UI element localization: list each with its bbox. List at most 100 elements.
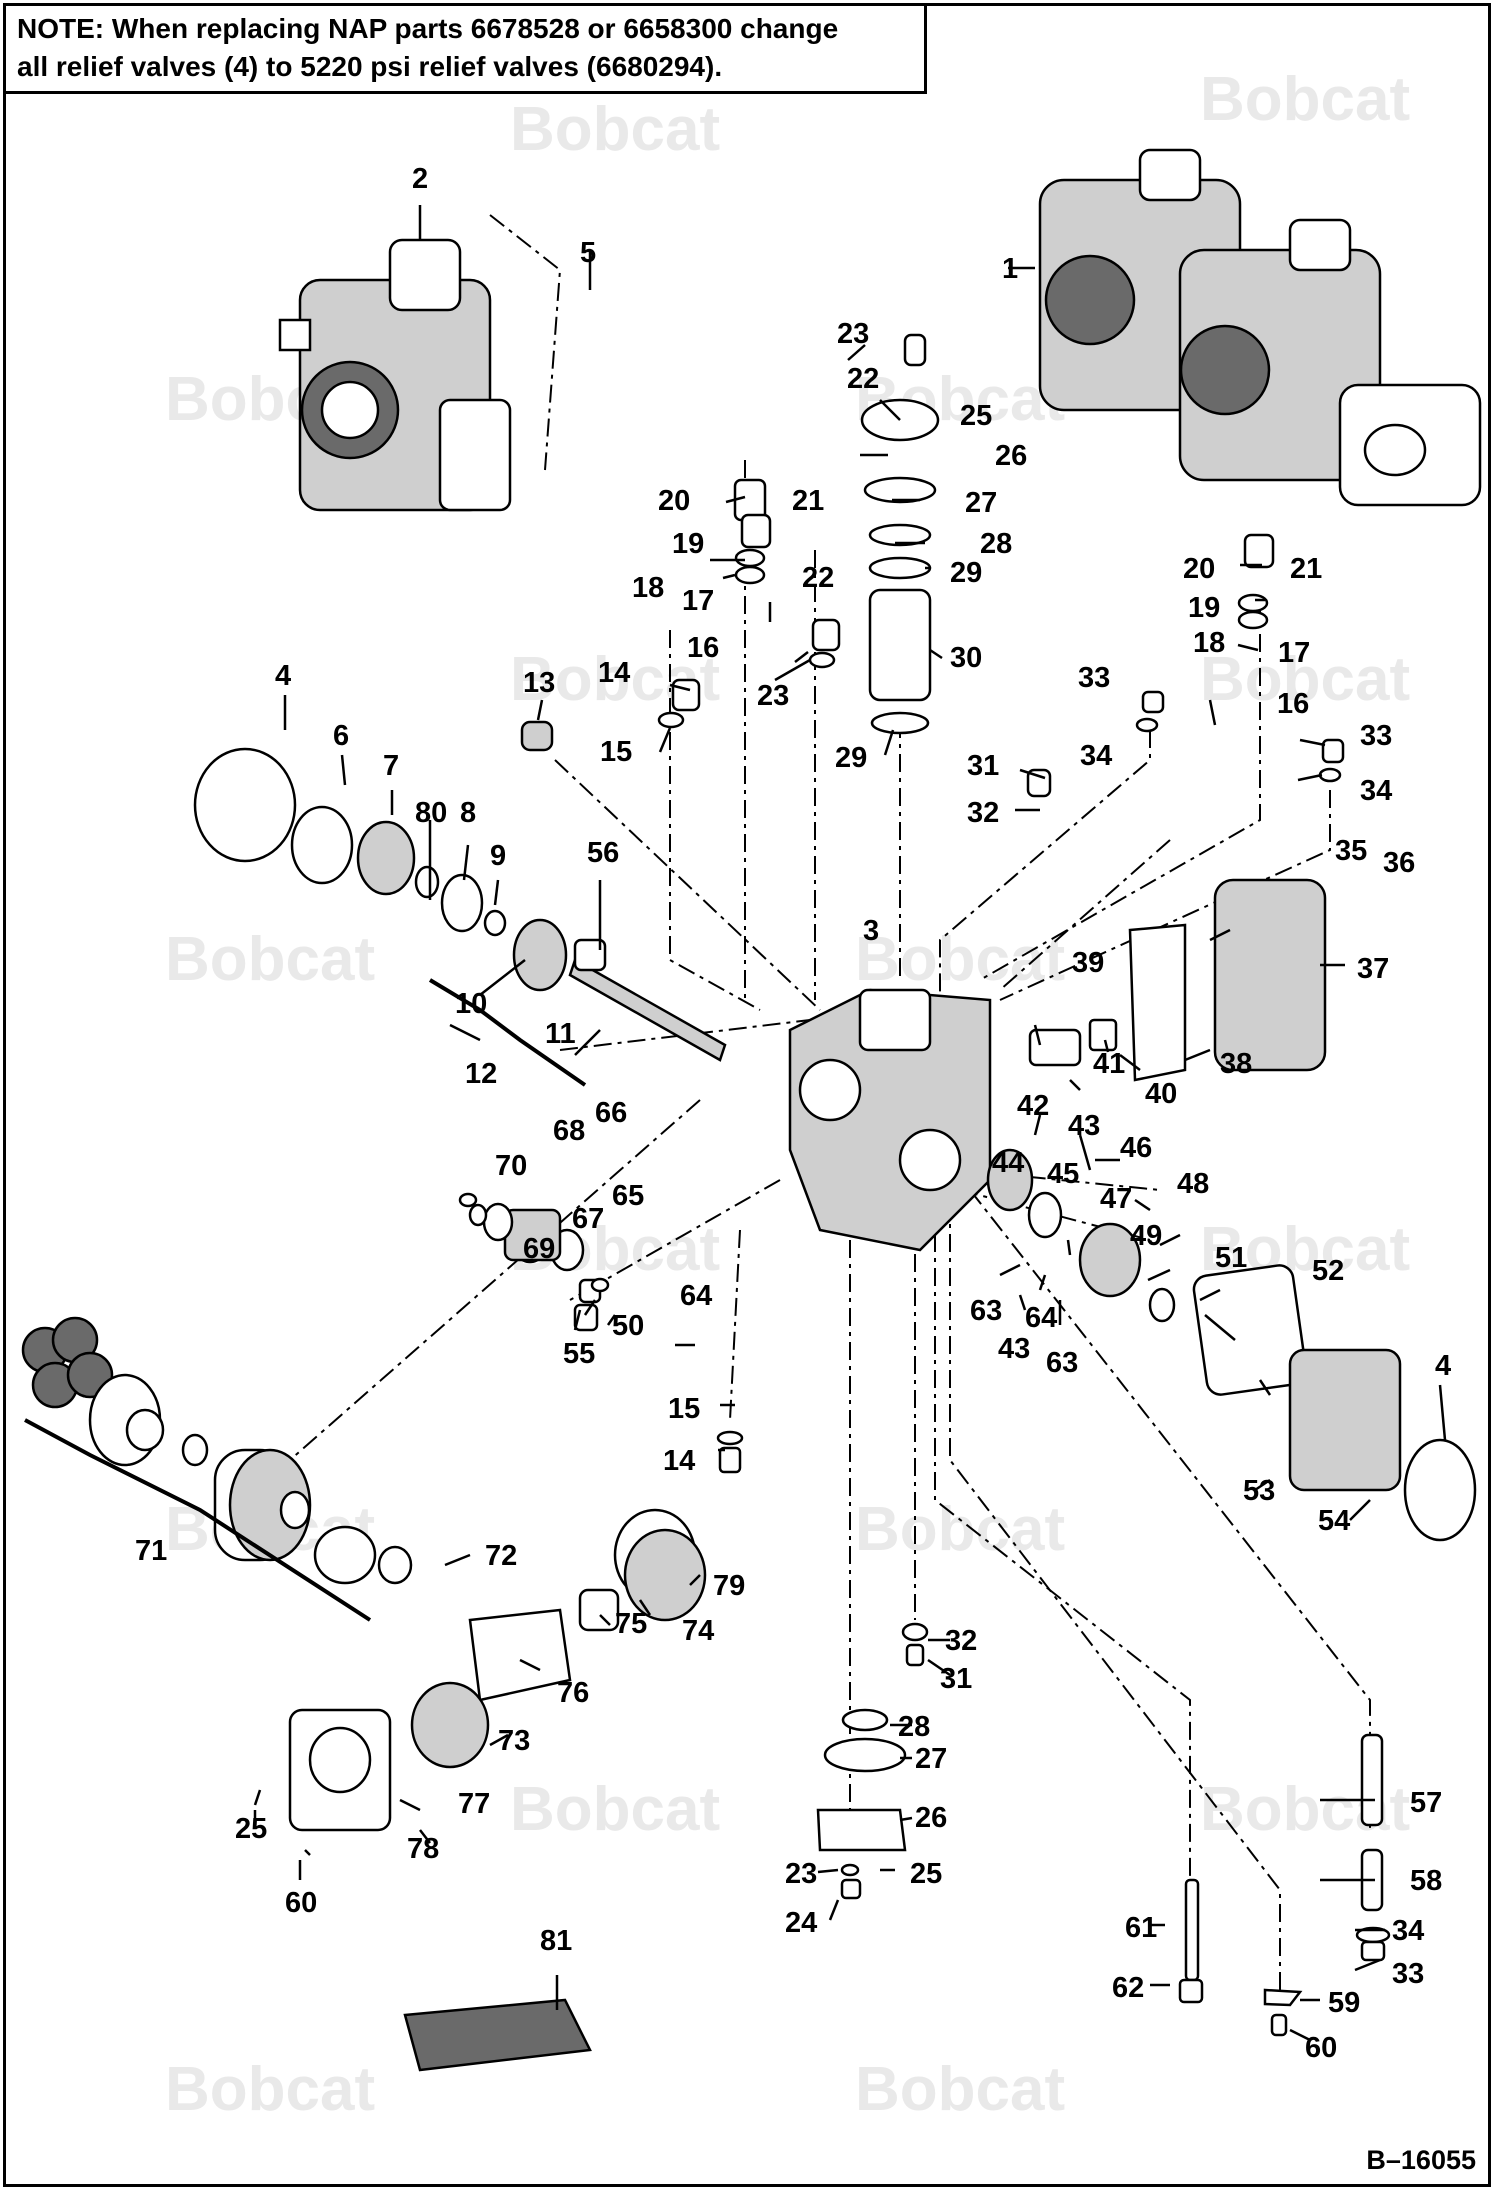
part-label-26: 26 [915,1802,947,1834]
part-label-63: 63 [1046,1347,1078,1379]
watermark: Bobcat [1200,645,1410,714]
part-label-28: 28 [980,528,1012,560]
part-label-70: 70 [495,1150,527,1182]
part-label-60: 60 [1305,2032,1337,2064]
part-label-21: 21 [792,485,824,517]
part-label-29: 29 [835,742,867,774]
part-label-60: 60 [285,1887,317,1919]
part-label-34: 34 [1392,1915,1424,1947]
part-label-23: 23 [757,680,789,712]
tandem-pump-assembly-1 [1038,148,1482,507]
part-label-33: 33 [1360,720,1392,752]
part-label-35: 35 [1335,835,1367,867]
part-label-12: 12 [465,1058,497,1090]
part-label-64: 64 [1025,1302,1057,1334]
part-label-66: 66 [595,1097,627,1129]
part-label-40: 40 [1145,1078,1177,1110]
document-id: B–16055 [1366,2145,1476,2175]
part-label-21: 21 [1290,553,1322,585]
part-label-37: 37 [1357,953,1389,985]
part-label-32: 32 [945,1625,977,1657]
part-label-29: 29 [950,557,982,589]
part-label-16: 16 [687,632,719,664]
part-label-3: 3 [863,915,879,947]
part-label-13: 13 [523,667,555,699]
part-label-27: 27 [965,487,997,519]
part-label-18: 18 [1193,627,1225,659]
diagram-frame [3,3,1491,2187]
part-labels: 1 2 3 4 4 5 6 7 8 9 10 11 12 13 14 14 15… [135,163,1451,2064]
part-label-45: 45 [1047,1158,1079,1190]
part-label-27: 27 [915,1743,947,1775]
part-label-5: 5 [580,237,596,269]
part-label-15: 15 [600,736,632,768]
note-line-2: all relief valves (4) to 5220 psi relief… [17,51,723,82]
part-label-44: 44 [992,1147,1024,1179]
part-label-18: 18 [632,572,664,604]
part-label-62: 62 [1112,1972,1144,2004]
part-label-46: 46 [1120,1132,1152,1164]
part-label-51: 51 [1215,1242,1247,1274]
part-label-14: 14 [598,657,630,689]
small-parts [193,333,1477,2072]
pump-housing-3 [788,988,992,1252]
shaft-12 [568,938,727,1062]
part-label-4: 4 [275,660,291,692]
part-label-16: 16 [1277,688,1309,720]
rotating-group-71 [21,1316,413,1585]
leader-lines [24,205,1447,2042]
part-label-67: 67 [572,1203,604,1235]
part-label-78: 78 [407,1833,439,1865]
part-label-22: 22 [802,562,834,594]
part-label-74: 74 [682,1615,714,1647]
part-label-81: 81 [540,1925,572,1957]
part-label-17: 17 [682,585,714,617]
part-label-49: 49 [1130,1220,1162,1252]
part-label-73: 73 [498,1725,530,1757]
part-label-68: 68 [553,1115,585,1147]
part-label-56: 56 [587,837,619,869]
part-label-23: 23 [837,318,869,350]
part-label-15: 15 [668,1393,700,1425]
watermark: Bobcat [510,95,720,164]
part-label-1: 1 [1002,253,1018,285]
part-label-10: 10 [455,988,487,1020]
pump-assembly-2 [278,238,512,512]
part-label-32: 32 [967,797,999,829]
part-label-64: 64 [680,1280,712,1312]
part-label-24: 24 [785,1907,817,1939]
part-label-20: 20 [658,485,690,517]
watermark: Bobcat [855,1495,1065,1564]
part-label-36: 36 [1383,847,1415,879]
part-label-43: 43 [998,1333,1030,1365]
part-label-75: 75 [615,1608,647,1640]
watermark: Bobcat [855,2055,1065,2124]
part-label-25: 25 [910,1858,942,1890]
part-label-4: 4 [1435,1350,1451,1382]
part-label-76: 76 [557,1677,589,1709]
part-label-42: 42 [1017,1090,1049,1122]
watermark: Bobcat [855,925,1065,994]
part-label-33: 33 [1392,1958,1424,1990]
part-label-25: 25 [235,1813,267,1845]
part-label-54: 54 [1318,1505,1350,1537]
watermark: Bobcat [510,1775,720,1844]
part-label-9: 9 [490,840,506,872]
part-label-34: 34 [1360,775,1392,807]
part-label-25: 25 [960,400,992,432]
part-label-11: 11 [545,1018,576,1050]
part-label-63: 63 [970,1295,1002,1327]
part-label-43: 43 [1068,1110,1100,1142]
part-label-57: 57 [1410,1787,1442,1819]
part-label-20: 20 [1183,553,1215,585]
part-label-19: 19 [672,528,704,560]
part-label-77: 77 [458,1788,490,1820]
part-label-33: 33 [1078,662,1110,694]
part-label-30: 30 [950,642,982,674]
part-label-50: 50 [612,1310,644,1342]
part-label-2: 2 [412,163,428,195]
part-label-72: 72 [485,1540,517,1572]
watermark: Bobcat [1200,65,1410,134]
part-label-28: 28 [898,1711,930,1743]
